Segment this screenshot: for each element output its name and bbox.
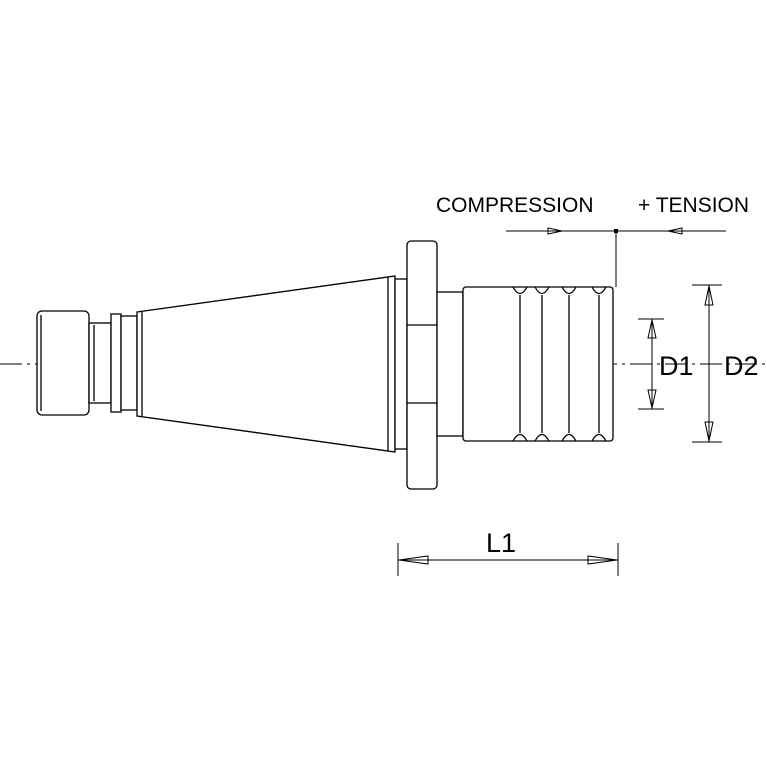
tension-label: + TENSION [638,194,749,217]
tension-arrow [667,227,683,235]
d2-label: D2 [724,351,759,381]
d2-dimension [692,284,722,443]
l1-label: L1 [486,528,516,558]
d1-label: D1 [659,351,694,381]
tension-compression-body [462,286,614,442]
compression-tension-indicator [506,227,726,287]
neck-rings [88,313,138,413]
collet-nut [36,310,90,416]
l1-dimension [397,543,619,576]
d1-dimension [638,318,664,410]
compression-arrow [547,227,563,235]
flange [394,240,464,490]
compression-label: COMPRESSION [436,194,594,217]
taper-shank [136,275,396,453]
